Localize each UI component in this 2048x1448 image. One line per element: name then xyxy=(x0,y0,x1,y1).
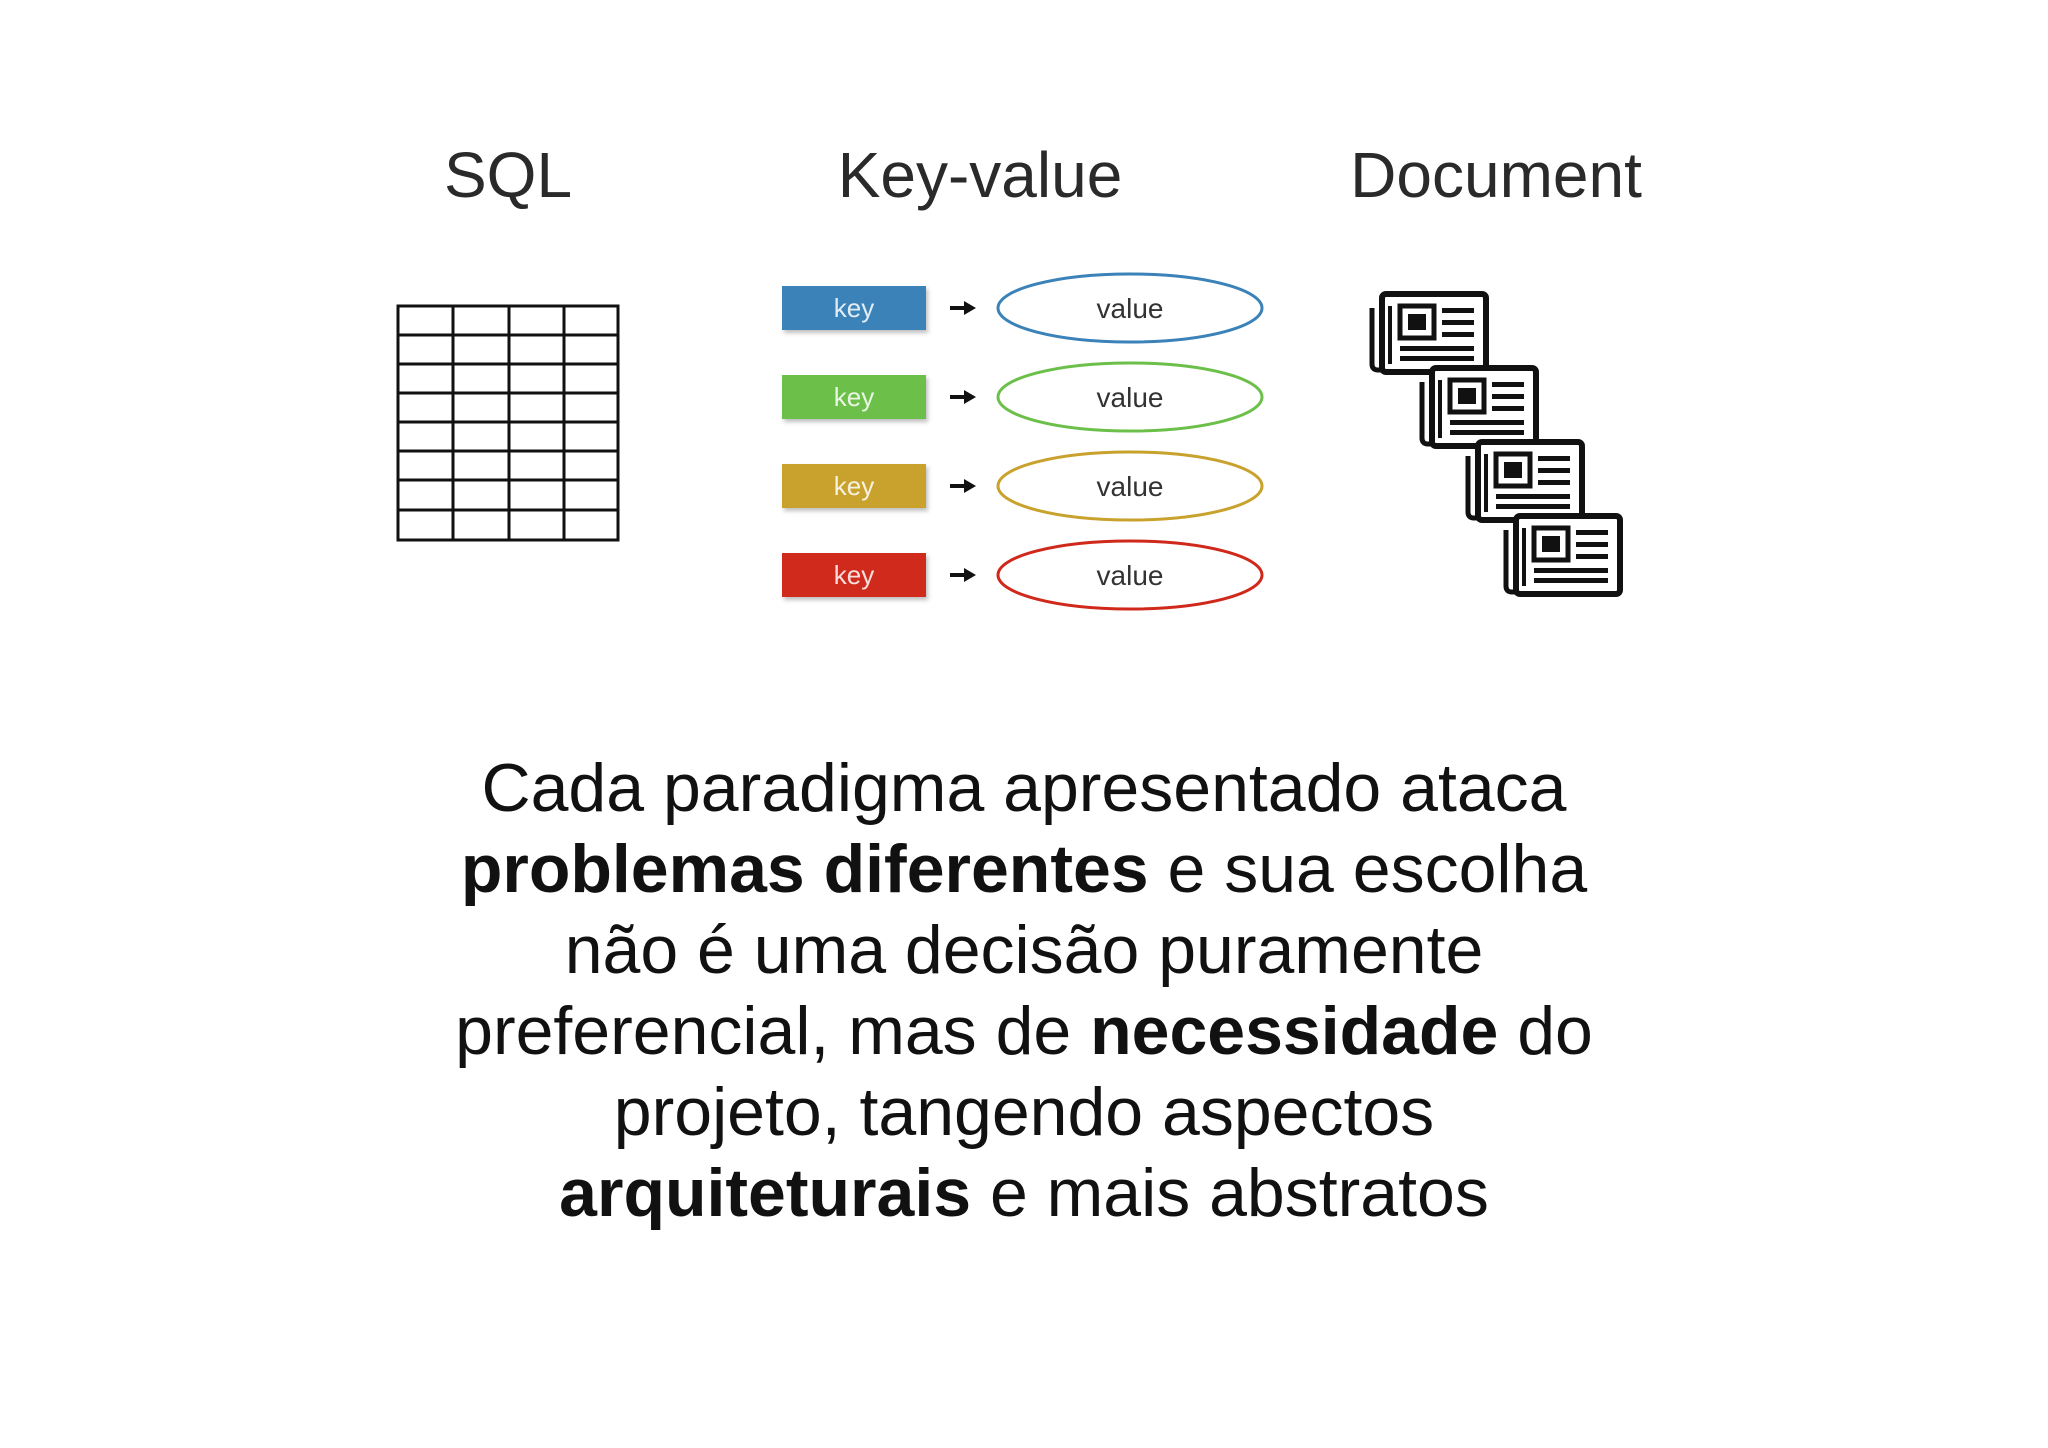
arrow-right-icon xyxy=(950,479,976,493)
kv-pair: key value xyxy=(782,450,1264,522)
caption-line-2: problemas diferentes e sua escolha xyxy=(374,829,1674,910)
kv-pair: key value xyxy=(782,361,1264,433)
value-ellipse xyxy=(996,272,1264,344)
value-ellipse xyxy=(996,539,1264,611)
newspaper-icon xyxy=(1419,365,1539,449)
caption-line-3: não é uma decisão puramente xyxy=(564,912,1484,988)
newspaper-icon xyxy=(1503,513,1623,597)
caption-emphasis-arquiteturais: arquiteturais xyxy=(559,1155,972,1231)
key-label: key xyxy=(834,560,874,590)
document-heading: Document xyxy=(1350,139,1642,211)
arrow-right-icon xyxy=(950,568,976,582)
key-box xyxy=(782,553,926,597)
document-icons xyxy=(1369,291,1623,597)
value-label: value xyxy=(1097,382,1164,413)
value-label: value xyxy=(1097,293,1164,324)
sql-heading: SQL xyxy=(443,139,573,211)
value-ellipse xyxy=(996,361,1264,433)
caption-line-4-start: preferencial, mas de xyxy=(455,993,1091,1069)
caption-line-1: Cada paradigma apresentado ataca xyxy=(481,750,1567,826)
value-ellipse xyxy=(996,450,1264,522)
key-box xyxy=(782,286,926,330)
key-box xyxy=(782,375,926,419)
kv-pair: key value xyxy=(782,272,1264,344)
caption-line-5: projeto, tangendo aspectos xyxy=(613,1074,1435,1150)
caption-line-2-rest: e sua escolha xyxy=(1148,831,1588,907)
key-label: key xyxy=(834,382,874,412)
caption-line-6-rest: e mais abstratos xyxy=(971,1155,1489,1231)
key-label: key xyxy=(834,471,874,501)
caption-emphasis-necessidade: necessidade xyxy=(1090,993,1499,1069)
kv-pair: key value xyxy=(782,539,1264,611)
table-grid-icon xyxy=(396,304,620,542)
arrow-right-icon xyxy=(950,390,976,404)
caption-emphasis-problemas: problemas diferentes xyxy=(460,831,1149,907)
key-value-diagram: key value key value key value key value xyxy=(782,272,1264,611)
newspaper-icon xyxy=(1369,291,1489,375)
newspaper-icon xyxy=(1465,439,1585,523)
key-box xyxy=(782,464,926,508)
key-label: key xyxy=(834,293,874,323)
arrow-right-icon xyxy=(950,301,976,315)
key-value-heading: Key-value xyxy=(837,139,1123,211)
caption-line-4-end: do xyxy=(1498,993,1593,1069)
value-label: value xyxy=(1097,471,1164,502)
value-label: value xyxy=(1097,560,1164,591)
caption-line-6: arquiteturais e mais abstratos xyxy=(374,1153,1674,1234)
caption: Cada paradigma apresentado ataca problem… xyxy=(374,748,1674,1234)
caption-line-4: preferencial, mas de necessidade do xyxy=(374,991,1674,1072)
